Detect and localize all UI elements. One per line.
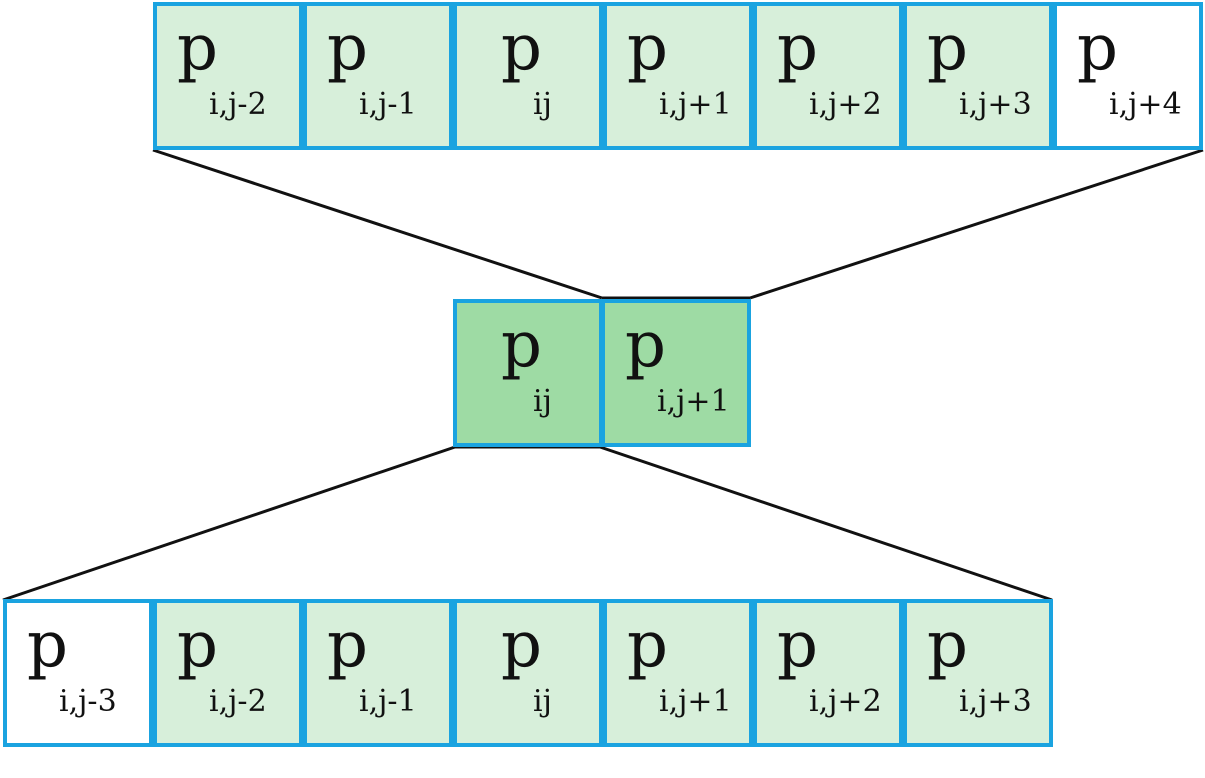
cell-symbol: p [177, 11, 218, 85]
cell-symbol: p [327, 11, 368, 85]
bottom-cell-6: p i,j+3 [903, 599, 1053, 747]
top-cell-1: p i,j-1 [303, 2, 453, 150]
cell-symbol: p [627, 11, 668, 85]
cell-symbol: p [927, 11, 968, 85]
cell-symbol: p [501, 11, 542, 85]
bottom-cell-1: p i,j-2 [153, 599, 303, 747]
cell-subscript: i,j-2 [209, 87, 267, 122]
cell-subscript: i,j-1 [359, 87, 417, 122]
cell-subscript: ij [533, 684, 552, 719]
cell-symbol: p [927, 608, 968, 682]
middle-cell-1: p i,j+1 [601, 299, 751, 447]
cell-subscript: i,j-2 [209, 684, 267, 719]
cell-subscript: i,j+4 [1109, 87, 1182, 122]
cell-symbol: p [777, 608, 818, 682]
cell-symbol: p [327, 608, 368, 682]
cell-subscript: i,j+3 [959, 87, 1032, 122]
cell-symbol: p [27, 608, 68, 682]
top-cell-2: p ij [453, 2, 603, 150]
cell-subscript: i,j-1 [359, 684, 417, 719]
top-cell-6: p i,j+4 [1053, 2, 1203, 150]
connector-bottom-right [599, 445, 1053, 602]
bottom-cell-4: p i,j+1 [603, 599, 753, 747]
cell-subscript: i,j+2 [809, 87, 882, 122]
top-cell-5: p i,j+3 [903, 2, 1053, 150]
connector-top-right [749, 148, 1204, 300]
cell-subscript: i,j-3 [59, 684, 117, 719]
cell-subscript: i,j+2 [809, 684, 882, 719]
bottom-cell-5: p i,j+2 [753, 599, 903, 747]
cell-subscript: i,j+1 [659, 684, 732, 719]
cell-symbol: p [777, 11, 818, 85]
cell-subscript: ij [533, 384, 552, 419]
middle-cell-0: p ij [453, 299, 603, 447]
cell-subscript: i,j+3 [959, 684, 1032, 719]
bottom-cell-3: p ij [453, 599, 603, 747]
cell-subscript: i,j+1 [659, 87, 732, 122]
cell-subscript: ij [533, 87, 552, 122]
connector-bottom-left [2, 445, 456, 602]
top-cell-3: p i,j+1 [603, 2, 753, 150]
top-cell-4: p i,j+2 [753, 2, 903, 150]
bottom-cell-0: p i,j-3 [3, 599, 153, 747]
cell-symbol: p [625, 308, 666, 382]
cell-subscript: i,j+1 [657, 384, 730, 419]
cell-symbol: p [627, 608, 668, 682]
cell-symbol: p [1077, 11, 1118, 85]
bottom-cell-2: p i,j-1 [303, 599, 453, 747]
cell-symbol: p [501, 608, 542, 682]
connector-top-left [152, 148, 603, 300]
top-cell-0: p i,j-2 [153, 2, 303, 150]
cell-symbol: p [177, 608, 218, 682]
cell-symbol: p [501, 308, 542, 382]
